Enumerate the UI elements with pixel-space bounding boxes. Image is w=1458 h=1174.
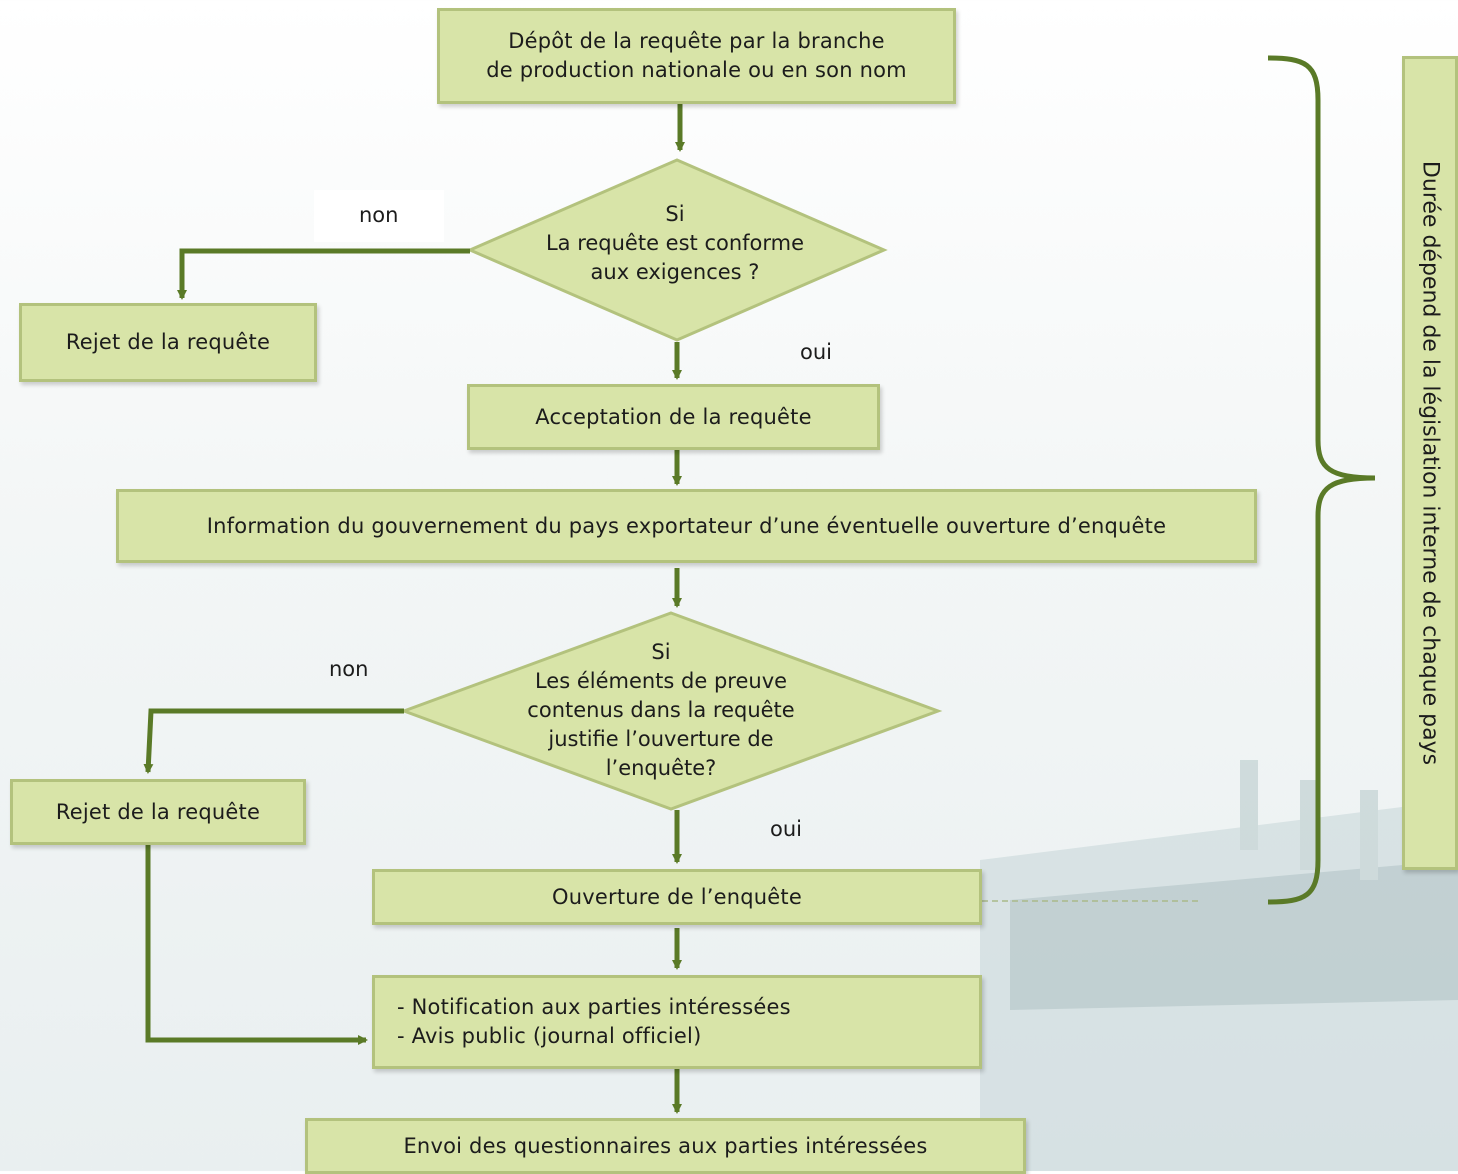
label-background — [314, 190, 444, 242]
decision-diamond-1 — [466, 158, 888, 342]
decision-2-line-3: contenus dans la requête — [527, 698, 795, 722]
label-oui-2: oui — [770, 817, 802, 841]
inform-box-label: Information du gouvernement du pays expo… — [206, 513, 1167, 538]
decision-2-text: Si Les éléments de preuve contenus dans … — [481, 638, 841, 783]
start-text-line-1: Dépôt de la requête par la branche — [508, 29, 885, 53]
decision-2-line-2: Les éléments de preuve — [534, 669, 788, 693]
questionnaires-box: Envoi des questionnaires aux parties int… — [305, 1118, 1026, 1174]
reject-box-1-label: Rejet de la requête — [65, 330, 271, 354]
background-decoration — [980, 760, 1458, 1171]
notification-box: - Notification aux parties intéressées -… — [372, 975, 982, 1069]
decision-1-line-1: Si — [665, 202, 685, 226]
opening-box-label: Ouverture de l’enquête — [552, 884, 802, 909]
flow-arrows — [143, 104, 685, 1114]
label-non-2: non — [329, 657, 369, 681]
decision-2-line-1: Si — [651, 640, 671, 664]
inform-box: Information du gouvernement du pays expo… — [116, 489, 1257, 563]
label-non-1: non — [359, 203, 399, 227]
questionnaires-box-label: Envoi des questionnaires aux parties int… — [403, 1133, 928, 1158]
curly-brace — [1267, 55, 1376, 905]
duration-note-box: Durée dépend de la législation interne d… — [1402, 56, 1458, 870]
decision-diamond-2 — [399, 611, 943, 811]
decision-1-line-3: aux exigences ? — [590, 260, 760, 284]
duration-note-text: Durée dépend de la législation interne d… — [1417, 160, 1443, 766]
reject-box-2: Rejet de la requête — [10, 779, 306, 845]
decision-2-line-4: justifie l’ouverture de — [548, 727, 774, 751]
reject-box-1: Rejet de la requête — [19, 303, 317, 382]
decision-2-line-5: l’enquête? — [605, 756, 717, 780]
start-text-line-2: de production nationale ou en son nom — [486, 58, 907, 82]
accept-box: Acceptation de la requête — [467, 384, 880, 450]
reject-box-2-label: Rejet de la requête — [55, 799, 261, 824]
opening-box: Ouverture de l’enquête — [372, 869, 982, 925]
start-box-request-filing: Dépôt de la requête par la branche de pr… — [437, 8, 956, 104]
accept-box-label: Acceptation de la requête — [535, 404, 812, 429]
decision-1-line-2: La requête est conforme — [545, 231, 805, 255]
notification-line-2: - Avis public (journal officiel) — [397, 1024, 702, 1048]
notification-line-1: - Notification aux parties intéressées — [397, 995, 791, 1019]
label-oui-1: oui — [800, 340, 832, 364]
decision-1-text: Si La requête est conforme aux exigences… — [500, 200, 850, 287]
